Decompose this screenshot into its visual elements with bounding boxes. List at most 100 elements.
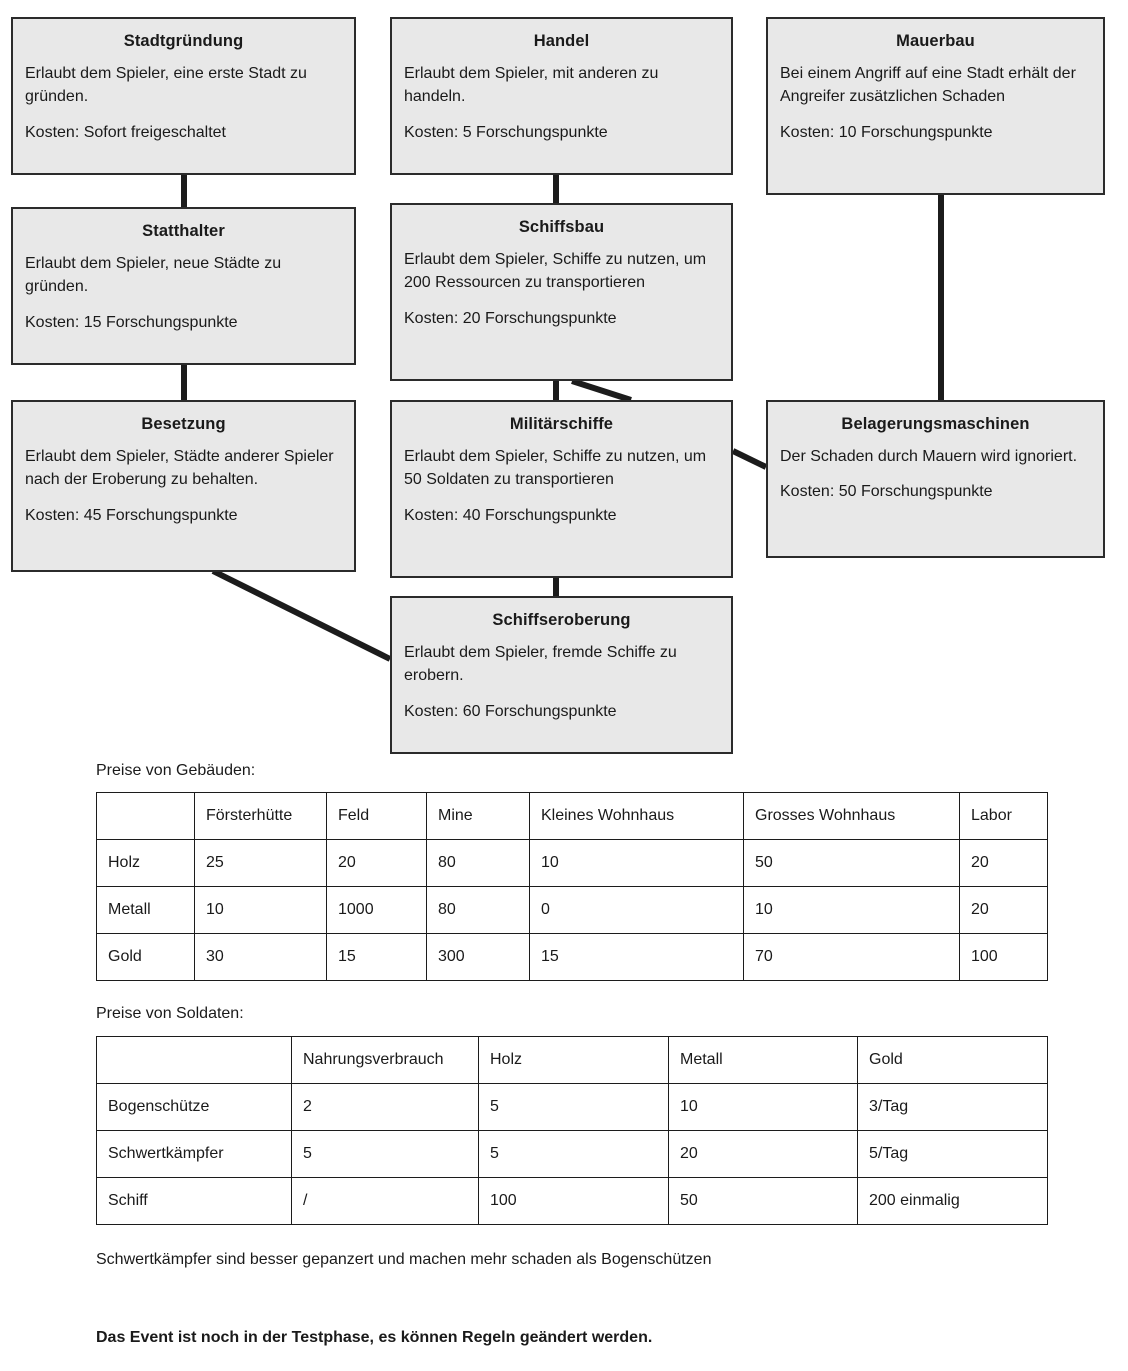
tech-node-description: Erlaubt dem Spieler, mit anderen zu hand…	[404, 64, 659, 106]
tech-node-cost: Kosten: 5 Forschungspunkte	[404, 123, 608, 141]
cell-value: 50	[743, 839, 960, 888]
column-header-mine: Mine	[426, 792, 530, 841]
column-header-gold: Gold	[857, 1035, 1048, 1084]
column-header-holz: Holz	[478, 1035, 669, 1084]
column-header-kleines-wohnhaus: Kleines Wohnhaus	[529, 792, 744, 841]
cell-value: 10	[743, 886, 960, 935]
tech-node-cost: Kosten: 20 Forschungspunkte	[404, 309, 617, 327]
tech-node-statthalter[interactable]: Statthalter Erlaubt dem Spieler, neue St…	[11, 207, 356, 365]
column-header-metall: Metall	[668, 1035, 858, 1084]
row-label-bogenschuetze: Bogenschütze	[96, 1082, 292, 1131]
tech-tree-diagram: Stadtgründung Erlaubt dem Spieler, eine …	[11, 17, 1105, 754]
row-label-schiff: Schiff	[96, 1176, 292, 1225]
column-header-blank	[96, 1035, 292, 1084]
cell-value: 20	[326, 839, 427, 888]
cell-value: 5	[291, 1129, 479, 1178]
buildings-table-caption: Preise von Gebäuden:	[96, 762, 256, 779]
tech-node-handel[interactable]: Handel Erlaubt dem Spieler, mit anderen …	[390, 17, 733, 175]
tech-node-title: Mauerbau	[896, 32, 975, 50]
cell-value: 200 einmalig	[857, 1176, 1048, 1225]
tech-node-description: Erlaubt dem Spieler, neue Städte zu grün…	[25, 254, 282, 296]
tech-node-cost: Kosten: 60 Forschungspunkte	[404, 702, 617, 720]
tech-node-description: Erlaubt dem Spieler, Schiffe zu nutzen, …	[404, 250, 707, 292]
tech-node-stadtgruendung[interactable]: Stadtgründung Erlaubt dem Spieler, eine …	[11, 17, 356, 175]
tech-node-title: Handel	[533, 32, 590, 50]
cell-value: 100	[959, 933, 1048, 982]
tech-node-cost: Kosten: 50 Forschungspunkte	[780, 483, 993, 501]
cell-value: 15	[529, 933, 744, 982]
table-header-row: Nahrungsverbrauch Holz Metall Gold	[96, 1035, 1048, 1084]
cell-value: 2	[291, 1082, 479, 1131]
table-header-row: Försterhütte Feld Mine Kleines Wohnhaus …	[96, 792, 1048, 841]
table-row: Holz 25 20 80 10 50 20	[96, 839, 1048, 888]
cell-value: /	[291, 1176, 479, 1225]
tech-node-mauerbau[interactable]: Mauerbau Bei einem Angriff auf eine Stad…	[766, 17, 1105, 195]
cell-value: 5	[478, 1082, 669, 1131]
column-header-labor: Labor	[959, 792, 1048, 841]
tech-node-cost: Kosten: 10 Forschungspunkte	[780, 123, 993, 141]
tech-node-cost: Kosten: 45 Forschungspunkte	[25, 506, 238, 524]
soldiers-table-caption: Preise von Soldaten:	[96, 1005, 244, 1023]
cell-value: 300	[426, 933, 530, 982]
table-row: Metall 10 1000 80 0 10 20	[96, 886, 1048, 935]
cell-value: 10	[668, 1082, 858, 1131]
tech-node-title: Besetzung	[141, 415, 226, 433]
cell-value: 50	[668, 1176, 858, 1225]
tech-node-description: Erlaubt dem Spieler, Städte anderer Spie…	[25, 447, 334, 489]
tech-node-description: Der Schaden durch Mauern wird ignoriert.	[780, 447, 1078, 465]
soldiers-price-table: Nahrungsverbrauch Holz Metall Gold Bogen…	[96, 1035, 1048, 1225]
cell-value: 20	[959, 839, 1048, 888]
cell-value: 100	[478, 1176, 669, 1225]
row-label-gold: Gold	[96, 933, 195, 982]
column-header-blank	[96, 792, 195, 841]
column-header-nahrungsverbrauch: Nahrungsverbrauch	[291, 1035, 479, 1084]
tech-node-title: Schiffsbau	[518, 218, 605, 236]
tech-node-militaerschiffe[interactable]: Militärschiffe Erlaubt dem Spieler, Schi…	[390, 400, 733, 578]
row-label-schwertkaempfer: Schwertkämpfer	[96, 1129, 292, 1178]
column-header-feld: Feld	[326, 792, 427, 841]
table-row: Gold 30 15 300 15 70 100	[96, 933, 1048, 982]
tech-node-title: Statthalter	[142, 222, 225, 240]
cell-value: 5	[478, 1129, 669, 1178]
tech-node-cost: Kosten: 15 Forschungspunkte	[25, 313, 238, 331]
tech-node-title: Stadtgründung	[123, 32, 244, 50]
cell-value: 3/Tag	[857, 1082, 1048, 1131]
cell-value: 20	[668, 1129, 858, 1178]
cell-value: 5/Tag	[857, 1129, 1048, 1178]
tech-node-title: Schiffseroberung	[492, 611, 631, 629]
tech-node-besetzung[interactable]: Besetzung Erlaubt dem Spieler, Städte an…	[11, 400, 356, 572]
tech-node-title: Militärschiffe	[509, 415, 614, 433]
table-row: Schiff / 100 50 200 einmalig	[96, 1176, 1048, 1225]
column-header-foersterhuette: Försterhütte	[194, 792, 327, 841]
cell-value: 70	[743, 933, 960, 982]
row-label-metall: Metall	[96, 886, 195, 935]
cell-value: 20	[959, 886, 1048, 935]
tech-node-schiffsbau[interactable]: Schiffsbau Erlaubt dem Spieler, Schiffe …	[390, 203, 733, 381]
cell-value: 10	[529, 839, 744, 888]
tech-node-cost: Kosten: 40 Forschungspunkte	[404, 506, 617, 524]
table-row: Schwertkämpfer 5 5 20 5/Tag	[96, 1129, 1048, 1178]
soldier-comparison-note: Schwertkämpfer sind besser gepanzert und…	[96, 1250, 712, 1268]
cell-value: 0	[529, 886, 744, 935]
tech-node-cost: Kosten: Sofort freigeschaltet	[25, 123, 226, 141]
tech-node-title: Belagerungsmaschinen	[841, 415, 1030, 433]
column-header-grosses-wohnhaus: Grosses Wohnhaus	[743, 792, 960, 841]
cell-value: 10	[194, 886, 327, 935]
cell-value: 15	[326, 933, 427, 982]
row-label-holz: Holz	[96, 839, 195, 888]
edge-besetzung-schiffseroberung	[211, 568, 392, 662]
edge-militaerschiffe-belagerungsmaschinen	[731, 448, 768, 470]
price-sheet: Preise von Gebäuden: Försterhütte Feld M…	[0, 760, 1128, 1350]
tech-node-belagerungsmaschinen[interactable]: Belagerungsmaschinen Der Schaden durch M…	[766, 400, 1105, 558]
tech-node-description: Erlaubt dem Spieler, eine erste Stadt zu…	[25, 64, 307, 106]
tech-node-schiffseroberung[interactable]: Schiffseroberung Erlaubt dem Spieler, fr…	[390, 596, 733, 754]
buildings-price-table: Försterhütte Feld Mine Kleines Wohnhaus …	[96, 792, 1048, 982]
cell-value: 30	[194, 933, 327, 982]
tech-node-description: Erlaubt dem Spieler, fremde Schiffe zu e…	[404, 643, 677, 685]
tech-node-description: Erlaubt dem Spieler, Schiffe zu nutzen, …	[404, 447, 707, 489]
cell-value: 1000	[326, 886, 427, 935]
cell-value: 80	[426, 839, 530, 888]
table-row: Bogenschütze 2 5 10 3/Tag	[96, 1082, 1048, 1131]
cell-value: 25	[194, 839, 327, 888]
tech-node-description: Bei einem Angriff auf eine Stadt erhält …	[780, 64, 1076, 106]
